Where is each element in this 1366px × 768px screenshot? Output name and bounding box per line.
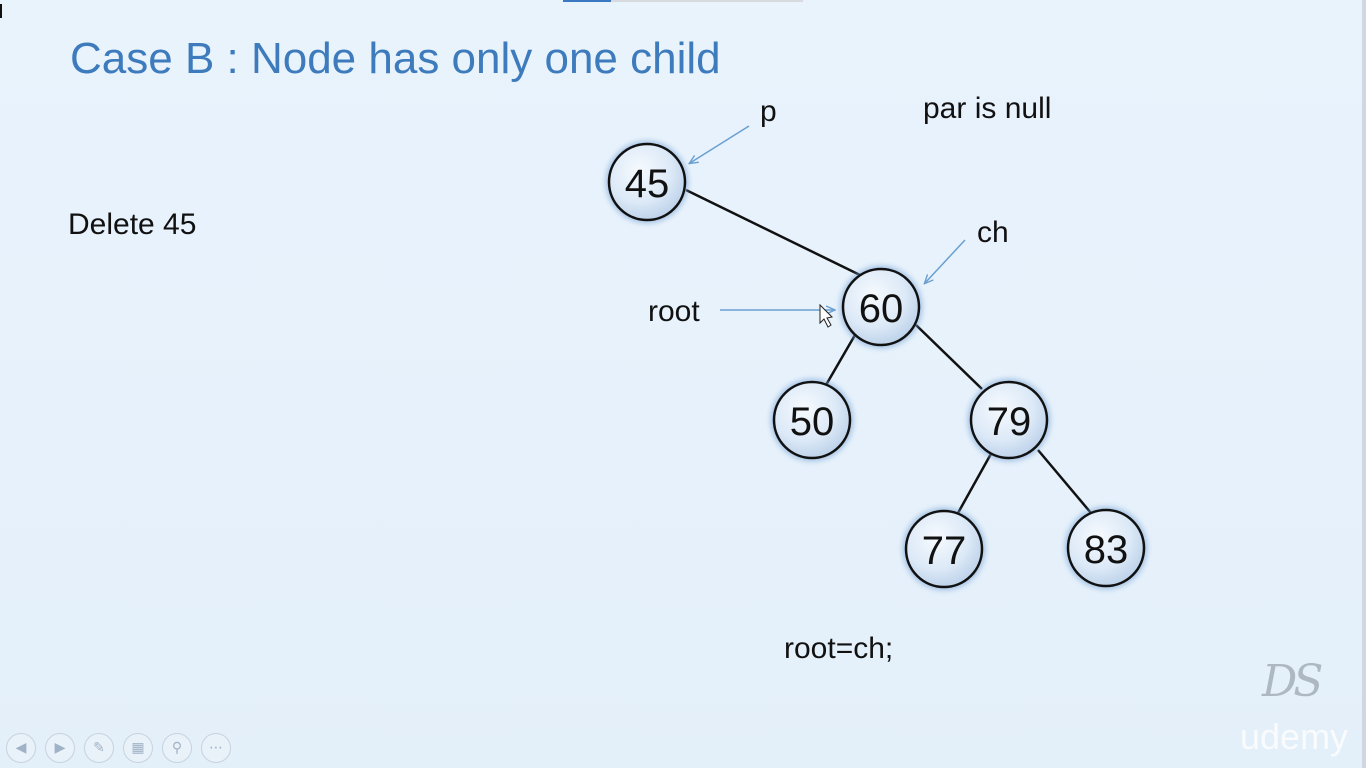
p-label: p xyxy=(760,95,777,128)
node-label: 60 xyxy=(859,287,904,331)
par-status-label: par is null xyxy=(923,92,1051,125)
more-icon[interactable]: ⋯ xyxy=(201,733,231,763)
edge-79-83 xyxy=(1037,449,1092,514)
edge-60-50 xyxy=(824,334,857,386)
progress-indicator xyxy=(563,0,611,2)
window-edge xyxy=(1362,0,1366,768)
ds-logo: DS xyxy=(1262,656,1323,707)
edge-marker xyxy=(0,4,2,18)
code-statement: root=ch; xyxy=(784,632,894,665)
udemy-watermark: udemy xyxy=(1240,716,1349,757)
tree-node-60: 60 xyxy=(840,266,922,348)
ch-pointer-arrow xyxy=(925,239,966,283)
edge-60-79 xyxy=(915,324,983,390)
next-icon[interactable]: ▶ xyxy=(45,733,75,763)
tree-node-79: 79 xyxy=(968,379,1050,461)
node-label: 79 xyxy=(987,400,1032,444)
delete-instruction: Delete 45 xyxy=(68,208,197,241)
node-label: 45 xyxy=(625,162,670,206)
zoom-icon[interactable]: ⚲ xyxy=(162,733,192,763)
slides-icon[interactable]: ▦ xyxy=(123,733,153,763)
p-pointer-arrow xyxy=(690,125,750,163)
mouse-cursor-icon xyxy=(819,303,834,328)
progress-bar xyxy=(563,0,803,2)
root-label: root xyxy=(648,295,700,328)
ch-label: ch xyxy=(977,216,1009,249)
pen-icon[interactable]: ✎ xyxy=(84,733,114,763)
tree-node-83: 83 xyxy=(1065,507,1147,589)
tree-node-50: 50 xyxy=(771,379,853,461)
tree-node-77: 77 xyxy=(903,508,985,590)
tree-node-45: 45 xyxy=(606,141,688,223)
node-label: 50 xyxy=(790,400,835,444)
previous-icon[interactable]: ◀ xyxy=(6,733,36,763)
slide-title: Case B : Node has only one child xyxy=(70,34,721,83)
edge-45-60 xyxy=(685,188,863,278)
node-label: 83 xyxy=(1084,528,1129,572)
slide-nav-toolbar: ◀ ▶ ✎ ▦ ⚲ ⋯ xyxy=(6,733,231,763)
node-label: 77 xyxy=(922,529,967,573)
edge-79-77 xyxy=(956,451,994,514)
